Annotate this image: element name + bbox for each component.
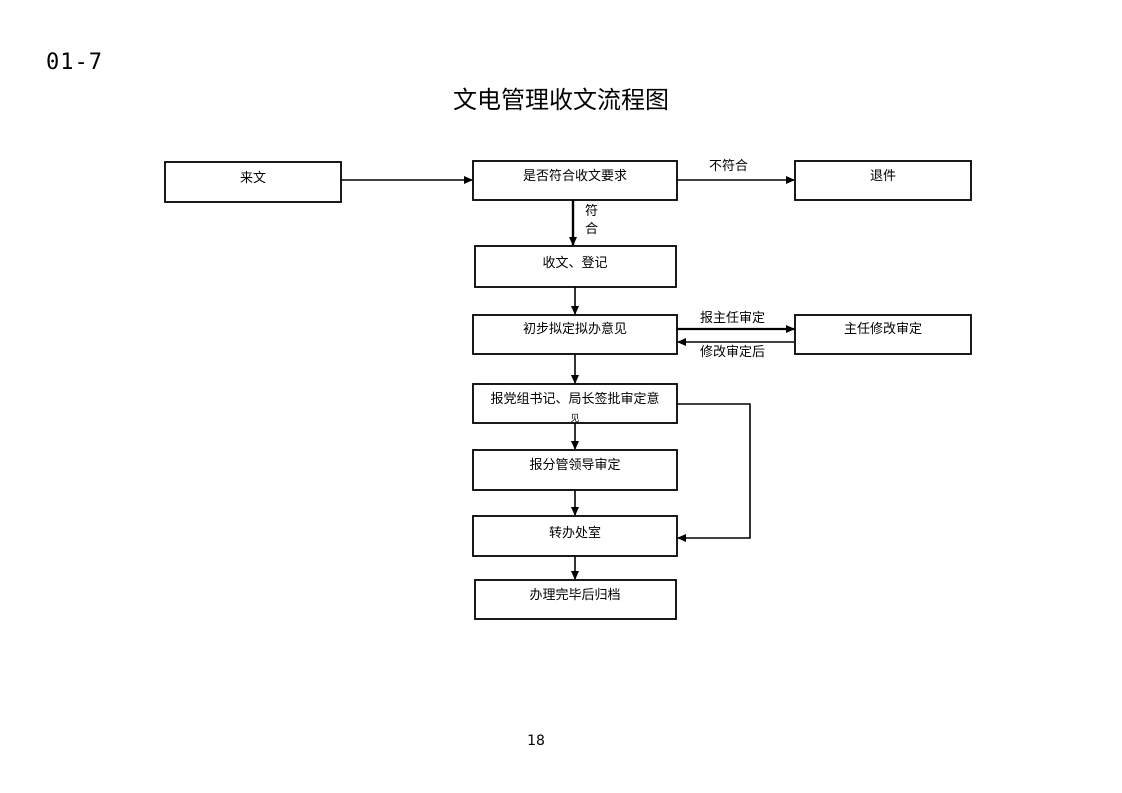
label-not-match: 不符合 <box>709 158 748 174</box>
node-register-label: 收文、登记 <box>542 256 607 271</box>
node-director-label: 主任修改审定 <box>844 322 922 337</box>
node-check: 是否符合收文要求 <box>472 160 678 201</box>
node-draft-label: 初步拟定拟办意见 <box>523 321 627 337</box>
label-to-director: 报主任审定 <box>700 311 765 326</box>
node-leader-label: 报分管领导审定 <box>529 458 620 473</box>
node-return: 退件 <box>794 160 972 201</box>
page-title: 文电管理收文流程图 <box>453 86 669 114</box>
node-incoming-label: 来文 <box>240 171 266 186</box>
node-dept: 转办处室 <box>472 515 678 557</box>
node-director: 主任修改审定 <box>794 314 972 355</box>
node-party-label: 报党组书记、局长签批审定意 <box>490 391 659 407</box>
node-incoming: 来文 <box>164 161 342 203</box>
page-number: 18 <box>527 733 545 749</box>
node-leader: 报分管领导审定 <box>472 449 678 491</box>
label-match-2: 合 <box>585 222 598 237</box>
node-draft: 初步拟定拟办意见 <box>472 314 678 355</box>
node-check-label: 是否符合收文要求 <box>523 168 627 184</box>
flow-edges <box>341 176 795 580</box>
edge-party-to-dept <box>677 403 751 542</box>
document-code: 01-7 <box>46 50 103 75</box>
label-match-1: 符 <box>585 203 598 219</box>
node-archive-label: 办理完毕后归档 <box>529 588 620 603</box>
node-party: 报党组书记、局长签批审定意 见 <box>472 383 678 424</box>
node-archive: 办理完毕后归档 <box>474 579 677 620</box>
node-register: 收文、登记 <box>474 245 677 288</box>
node-party-overflow-label: 见 <box>570 413 579 424</box>
node-dept-label: 转办处室 <box>549 525 601 541</box>
node-return-label: 退件 <box>870 169 896 184</box>
label-after-revise: 修改审定后 <box>700 345 765 360</box>
